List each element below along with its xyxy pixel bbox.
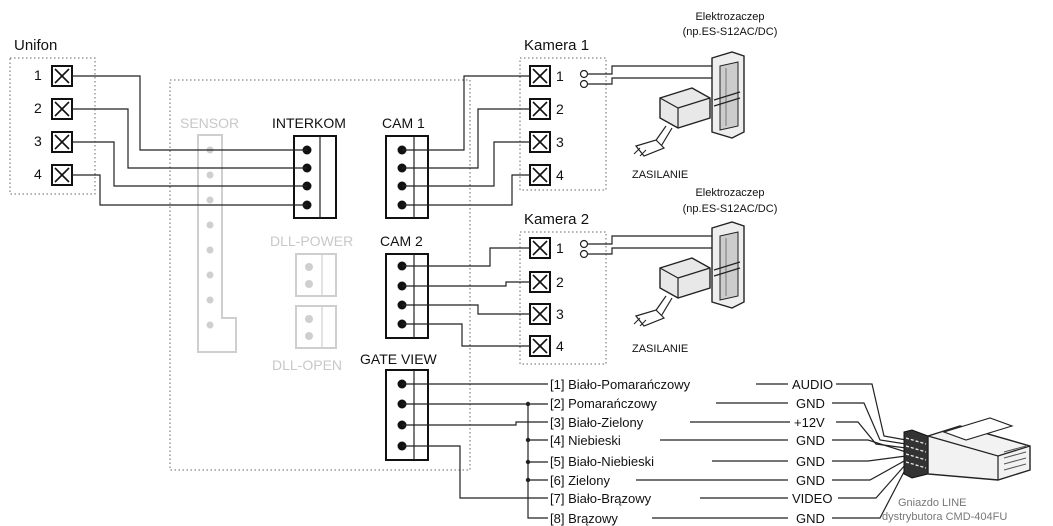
kamera2-title: Kamera 2 — [524, 211, 589, 228]
lock2-title: Elektrozaczep — [695, 187, 764, 199]
unifon-terminal-label: 4 — [34, 166, 42, 182]
unifon-title: Unifon — [14, 37, 57, 54]
kamera2-box — [519, 231, 607, 365]
wire-color-label: [2] Pomarańczowy — [550, 396, 657, 411]
unifon-terminal: 4 — [34, 164, 73, 186]
lock1-title: Elektrozaczep — [695, 11, 764, 23]
interkom-connector — [293, 135, 337, 219]
wire-signal-label: AUDIO — [792, 377, 833, 392]
lock1-model: (np.ES-S12AC/DC) — [683, 26, 778, 38]
wire-color-label: [8] Brązowy — [550, 511, 618, 526]
wire-color-label: [4] Niebieski — [550, 433, 621, 448]
unifon-terminal-label: 3 — [34, 133, 42, 149]
kamera1-terminal: 2 — [529, 98, 564, 120]
kamera1-terminal: 1 — [529, 65, 564, 87]
unifon-interkom-wires — [72, 75, 307, 206]
dll-open-label: DLL-OPEN — [272, 357, 342, 373]
dll-open-connector — [295, 305, 337, 349]
wire-row: [2] Pomarańczowy GND — [550, 396, 825, 411]
wire-row: [8] Brązowy GND — [550, 511, 825, 526]
sensor-connector — [197, 134, 237, 353]
wire-row: [5] Biało-Niebieski GND — [550, 454, 825, 469]
cam1-kamera1-wires — [402, 75, 530, 206]
lock1-supply-label: ZASILANIE — [632, 169, 688, 181]
kamera2-terminal-label: 1 — [556, 240, 564, 256]
unifon-terminal: 3 — [34, 131, 73, 153]
gate-view-label: GATE VIEW — [360, 351, 438, 367]
kamera2-terminal: 2 — [529, 271, 564, 293]
kamera2-terminal-label: 4 — [556, 338, 564, 354]
wire-signal-label: GND — [796, 396, 825, 411]
cam1-label: CAM 1 — [382, 115, 425, 131]
wire-color-label: [1] Biało-Pomarańczowy — [550, 377, 691, 392]
kamera2-terminal: 1 — [529, 237, 564, 259]
kamera1-terminal: 4 — [529, 164, 564, 186]
wire-signal-label: +12V — [794, 415, 825, 430]
kamera2-terminal-label: 3 — [556, 306, 564, 322]
wire-list: [1] Biało-Pomarańczowy AUDIO [2] Pomarań… — [550, 377, 833, 526]
wire-color-label: [3] Biało-Zielony — [550, 415, 644, 430]
kamera1-terminal-label: 3 — [556, 134, 564, 150]
cam2-kamera2-wires — [402, 247, 530, 347]
wire-color-label: [5] Biało-Niebieski — [550, 454, 654, 469]
gate-view-wires — [402, 383, 548, 519]
cam1-connector — [385, 135, 429, 219]
lock2-supply-label: ZASILANIE — [632, 343, 688, 355]
unifon-terminal-label: 2 — [34, 100, 42, 116]
unifon-terminal: 2 — [34, 98, 73, 120]
socket-label: Gniazdo LINE — [898, 497, 966, 509]
wire-signal-label: VIDEO — [792, 491, 832, 506]
wire-signal-label: GND — [796, 454, 825, 469]
wire-signal-label: GND — [796, 511, 825, 526]
kamera1-terminal: 3 — [529, 131, 564, 153]
kamera1-terminal-label: 4 — [556, 167, 564, 183]
dll-power-connector — [295, 253, 337, 297]
lock2-model: (np.ES-S12AC/DC) — [683, 203, 778, 215]
kamera1-title: Kamera 1 — [524, 37, 589, 54]
dll-power-label: DLL-POWER — [270, 233, 353, 249]
lock2-electric-strike — [579, 221, 745, 327]
wire-row: [3] Biało-Zielony +12V — [550, 415, 825, 430]
wire-row: [1] Biało-Pomarańczowy AUDIO — [550, 377, 833, 392]
kamera2-terminal: 3 — [529, 303, 564, 325]
kamera2-terminal-label: 2 — [556, 274, 564, 290]
wire-row: [7] Biało-Brązowy VIDEO — [550, 491, 832, 506]
unifon-terminal: 1 — [34, 65, 73, 87]
unifon-terminal-label: 1 — [34, 67, 42, 83]
wire-signal-label: GND — [796, 433, 825, 448]
wire-color-label: [6] Zielony — [550, 473, 610, 488]
kamera1-terminal-label: 2 — [556, 101, 564, 117]
kamera1-terminal-label: 1 — [556, 68, 564, 84]
wire-signal-label: GND — [796, 473, 825, 488]
unifon-box — [9, 57, 96, 195]
plug-wires — [832, 383, 907, 519]
socket-distributor: dystrybutora CMD-404FU — [882, 511, 1007, 523]
kamera1-box — [519, 57, 607, 191]
cam2-connector — [385, 253, 429, 339]
gate-view-connector — [385, 369, 429, 461]
monitor-box — [169, 79, 471, 471]
sensor-label: SENSOR — [180, 115, 239, 131]
kamera2-terminal: 4 — [529, 335, 564, 357]
cam2-label: CAM 2 — [380, 233, 423, 249]
lock1-electric-strike — [579, 51, 745, 157]
rj45-plug-icon — [903, 417, 1031, 481]
wire-row: [4] Niebieski GND — [550, 433, 825, 448]
wire-color-label: [7] Biało-Brązowy — [550, 491, 652, 506]
wire-row: [6] Zielony GND — [550, 473, 825, 488]
interkom-label: INTERKOM — [272, 115, 346, 131]
